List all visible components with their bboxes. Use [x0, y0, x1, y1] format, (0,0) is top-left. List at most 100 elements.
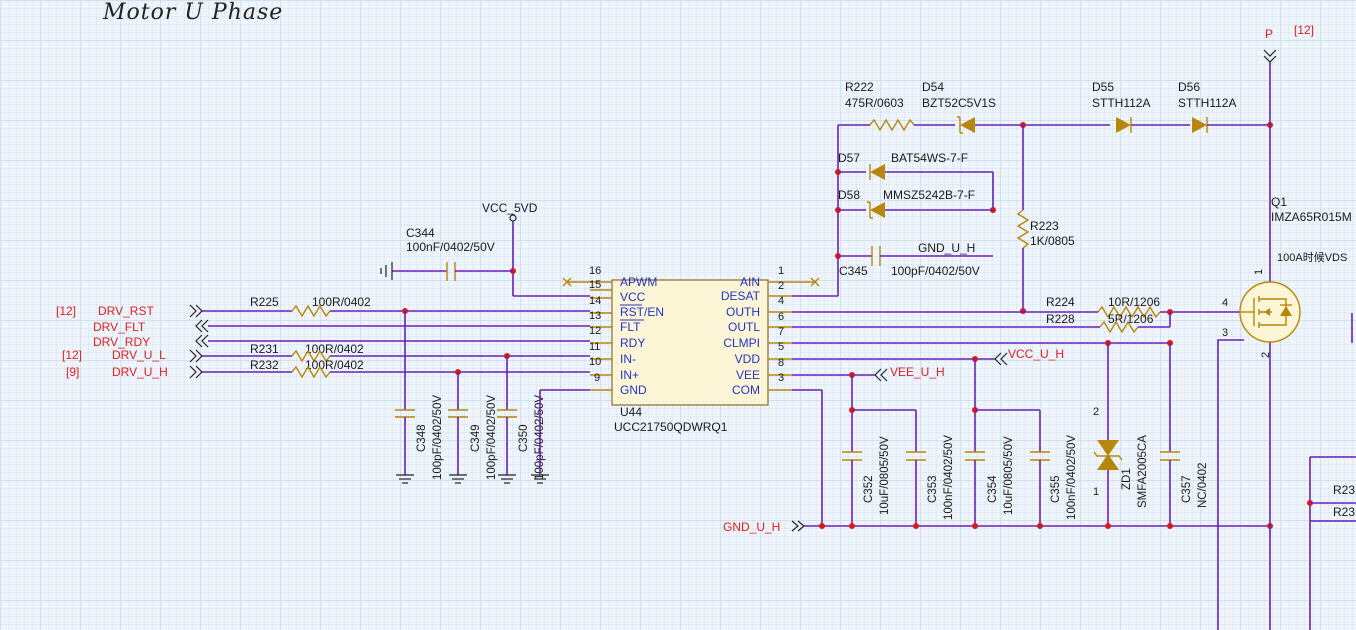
q1-pin-drain: 1 [1253, 269, 1265, 275]
r223-value: 1K/0805 [1030, 234, 1075, 248]
drv-u-h-ref: [9] [66, 365, 79, 379]
capacitor-c344[interactable]: C344 100nF/0402/50V [380, 226, 513, 281]
diode-d57[interactable]: D57 BAT54WS-7-F [838, 151, 996, 213]
c348-ref: C348 [416, 425, 428, 453]
net-drv-u-h[interactable]: [9] DRV_U_H [66, 365, 292, 379]
capacitor-c345[interactable]: C345 100pF/0402/50V GND_U_H [838, 241, 993, 278]
net-drv-rdy[interactable]: DRV_RDY [93, 334, 590, 349]
r23-ref-b: R23 [1333, 505, 1355, 519]
ic-pin-num-15: 15 [589, 279, 601, 291]
zd1-pin-bottom: 1 [1093, 486, 1099, 498]
c354-ref: C354 [987, 475, 999, 503]
zd1-pin-top: 2 [1093, 406, 1099, 418]
capacitor-c348[interactable]: C348 100pF/0402/50V [395, 311, 444, 484]
ic-pin-ain: AIN [740, 275, 760, 289]
ic-pin-outh: OUTH [726, 305, 760, 319]
net-vdd: VCC_U_H [792, 347, 1064, 452]
zd1-ref: ZD1 [1121, 468, 1133, 490]
r23-ref-a: R23 [1333, 483, 1355, 497]
q1-part: IMZA65R015M [1271, 210, 1352, 224]
c352-value: 10uF/0805/50V [879, 436, 891, 515]
ic-pin-vee: VEE [736, 368, 760, 382]
ic-pin-num-14: 14 [589, 295, 601, 307]
net-gnd-u-h: GND_U_H [723, 520, 780, 534]
ic-pin-vdd: VDD [735, 352, 761, 366]
r224-value: 10R/1206 [1108, 295, 1160, 309]
ic-pin-num-10: 10 [589, 356, 601, 368]
c355-ref: C355 [1050, 476, 1062, 504]
drv-u-h-label: DRV_U_H [112, 365, 168, 379]
q1-note: 100A时候VDS [1277, 250, 1347, 264]
resistor-r225[interactable]: R225 100R/0402 [250, 295, 590, 318]
r223-ref: R223 [1030, 219, 1059, 233]
r222-value: 475R/0603 [845, 96, 904, 110]
d55-ref: D55 [1092, 80, 1114, 94]
c345-ref: C345 [839, 264, 868, 278]
no-connect-markers [562, 277, 820, 287]
c357-value: NC/0402 [1197, 463, 1209, 508]
ic-pin-num-4: 4 [778, 295, 784, 307]
ic-pin-num-9: 9 [594, 372, 600, 384]
right-edge-network: R23 R23 [1307, 313, 1356, 630]
diode-d54[interactable]: D54 BZT52C5V1S [922, 80, 1110, 134]
resistor-r224[interactable]: R224 10R/1206 [1046, 295, 1240, 319]
net-drv-flt[interactable]: DRV_FLT [93, 319, 590, 334]
mosfet-q1[interactable]: Q1 IMZA65R015M 100A时候VDS 4 3 1 2 [1217, 195, 1352, 358]
net-p-rail[interactable]: P [12] [1263, 23, 1314, 630]
d58-ref: D58 [838, 188, 860, 202]
drv-rdy-label: DRV_RDY [93, 335, 150, 349]
zd1-value: SMFA2005CA [1137, 435, 1149, 508]
capacitor-c354[interactable]: C354 10uF/0805/50V [965, 436, 1015, 526]
diode-d55[interactable]: D55 STTH112A [1092, 80, 1190, 133]
ic-pin-num-3: 3 [778, 372, 784, 384]
r228-ref: R228 [1046, 312, 1075, 326]
net-drv-rst[interactable]: [12] DRV_RST [56, 304, 292, 318]
ic-pin-num-1: 1 [778, 265, 784, 277]
resistor-r222[interactable]: R222 475R/0603 [845, 80, 955, 132]
diode-d58[interactable]: D58 MMSZ5242B-7-F [838, 188, 993, 219]
c349-ref: C349 [470, 425, 482, 453]
capacitor-c357[interactable]: C357 NC/0402 [1160, 451, 1209, 526]
resistor-r223[interactable]: R223 1K/0805 [1016, 125, 1075, 314]
ic-pin-vcc: VCC [620, 290, 646, 304]
c344-value: 100nF/0402/50V [406, 240, 495, 254]
c353-ref: C353 [927, 476, 939, 504]
resistor-r228[interactable]: R228 5R/1206 [792, 312, 1171, 334]
d54-value: BZT52C5V1S [922, 96, 996, 110]
ic-pin-gnd: GND [620, 383, 647, 397]
diode-d56[interactable]: D56 STTH112A [1178, 80, 1273, 133]
drv-flt-label: DRV_FLT [93, 320, 146, 334]
resistor-r232[interactable]: R232 100R/0402 [250, 358, 590, 379]
resistor-r231[interactable]: R231 100R/0402 [250, 342, 590, 363]
d54-ref: D54 [922, 80, 944, 94]
ground-ic-gnd [531, 390, 549, 484]
net-drv-u-l[interactable]: [12] DRV_U_L [62, 348, 292, 363]
ic-body [611, 279, 769, 406]
c357-ref: C357 [1181, 476, 1193, 504]
q1-pin-gate: 4 [1222, 297, 1228, 309]
ic-pin-flt: FLT [620, 320, 641, 334]
capacitor-c349[interactable]: C349 100pF/0402/50V [448, 372, 498, 484]
c349-value: 100pF/0402/50V [486, 395, 498, 480]
tvs-zd1[interactable]: 2 1 ZD1 SMFA2005CA [1093, 343, 1149, 526]
capacitor-c355[interactable]: C355 100nF/0402/50V [1030, 435, 1078, 526]
ic-pin-outl: OUTL [728, 320, 760, 334]
r228-value: 5R/1206 [1108, 312, 1154, 326]
c352-ref: C352 [863, 476, 875, 504]
r225-ref: R225 [250, 295, 279, 309]
q1-ref: Q1 [1271, 195, 1287, 209]
net-gnd-u-h-bus[interactable]: GND_U_H [723, 520, 1273, 534]
net-gnd-u-h-c345: GND_U_H [918, 241, 975, 255]
ic-pin-num-11: 11 [589, 341, 600, 353]
d56-ref: D56 [1178, 80, 1200, 94]
d55-value: STTH112A [1092, 96, 1150, 110]
ic-pin-num-7: 7 [778, 326, 784, 338]
c344-ref: C344 [406, 226, 435, 240]
capacitor-c353[interactable]: C353 100nF/0402/50V [906, 435, 955, 526]
capacitor-c352[interactable]: C352 10uF/0805/50V [842, 436, 891, 526]
ic-u44[interactable]: 16 15 14 13 12 11 10 9 APWM VCC RST/EN F… [589, 265, 792, 434]
c354-value: 10uF/0805/50V [1003, 436, 1015, 515]
ic-pin-num-6: 6 [778, 311, 784, 323]
drv-u-l-ref: [12] [62, 348, 82, 362]
